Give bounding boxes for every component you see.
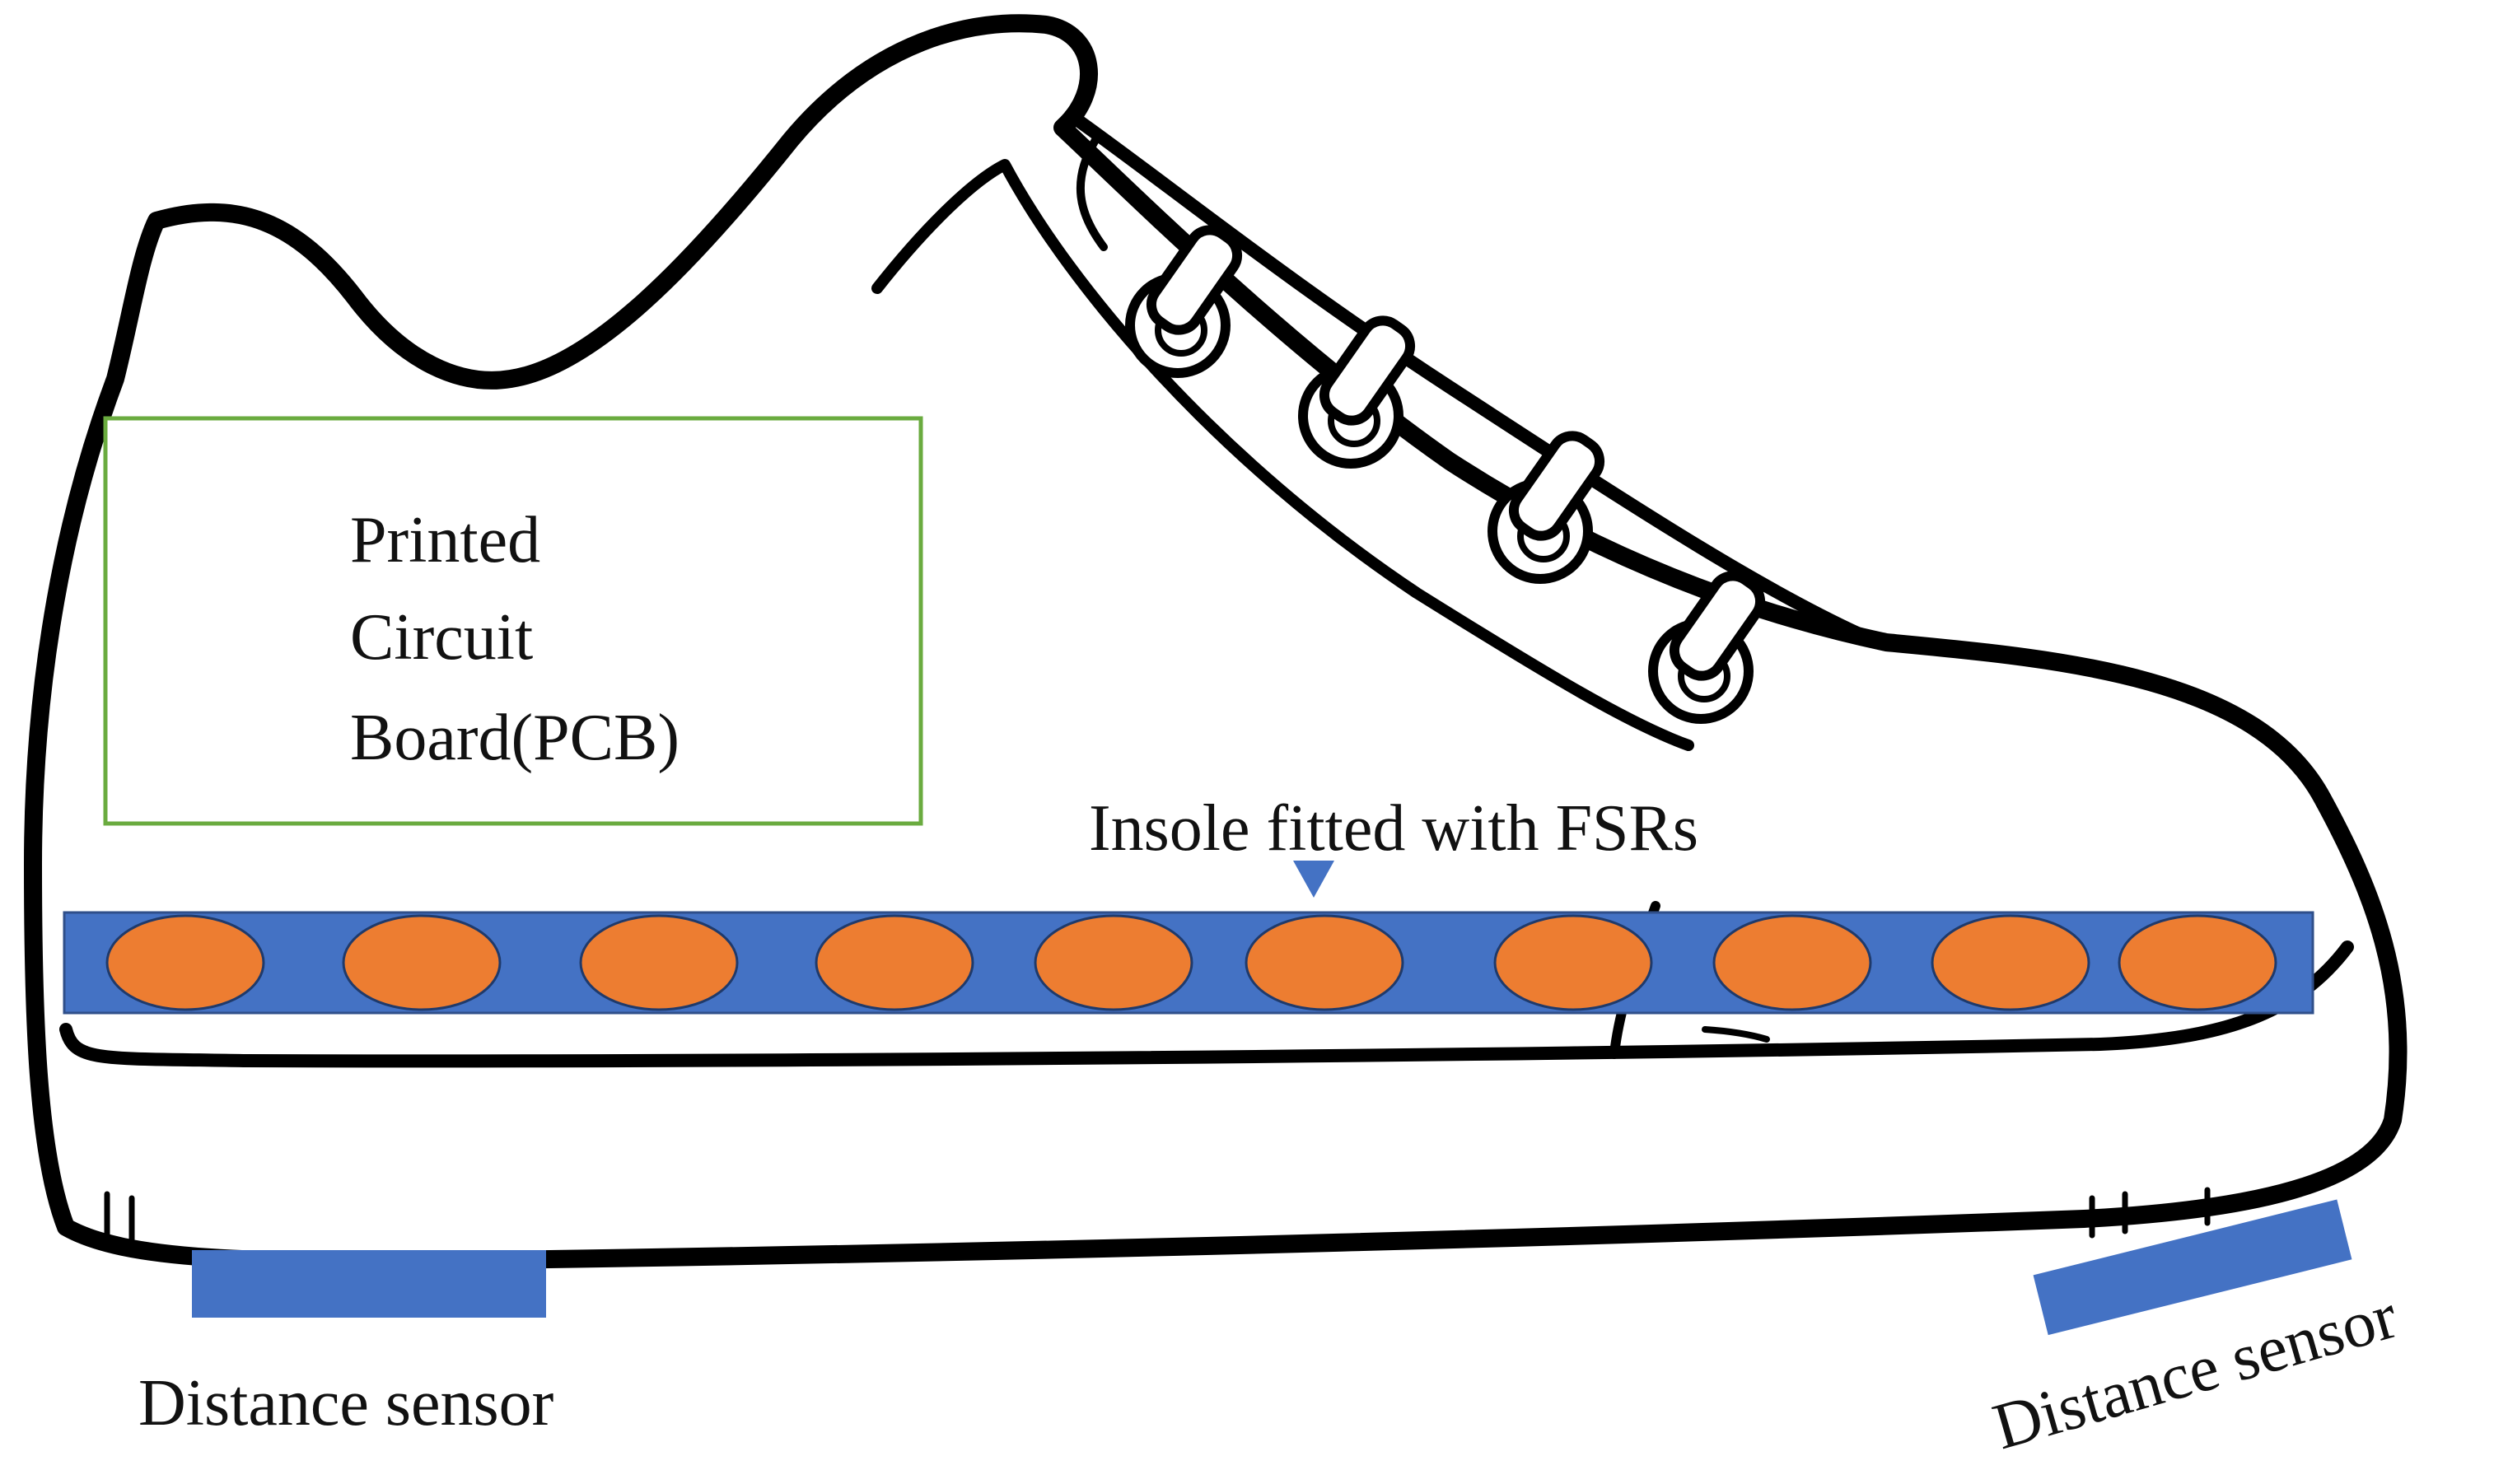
pcb-label-line-2: Circuit xyxy=(350,601,533,674)
pcb-box: Printed Circuit Board(PCB) xyxy=(103,416,923,826)
insole-pointer-arrow xyxy=(1293,861,1334,898)
eyelet-icon xyxy=(1125,225,1243,378)
eyestay-line xyxy=(1076,136,1108,251)
eyelet-icon xyxy=(1298,315,1416,469)
toe-stitch-marks xyxy=(2089,1187,2211,1239)
distance-sensor-left-label: Distance sensor xyxy=(138,1367,553,1440)
distance-sensor-left xyxy=(192,1250,546,1318)
shoe-outline xyxy=(24,14,2408,1271)
distance-sensor-right xyxy=(2033,1199,2352,1336)
fsr-sensor xyxy=(105,914,265,1011)
eyelet-icon xyxy=(1648,571,1766,724)
fsr-sensor xyxy=(1245,914,1404,1011)
eyelet-icon xyxy=(1488,431,1605,584)
fsr-sensor xyxy=(1931,914,2090,1011)
midsole-line xyxy=(59,940,2354,1068)
distance-sensor-right-group xyxy=(2033,1199,2352,1336)
pcb-border xyxy=(103,416,923,826)
fsr-sensors xyxy=(105,914,2277,1011)
vamp-line xyxy=(871,159,1694,751)
lace-eyelets xyxy=(1125,225,1766,724)
fsr-sensor xyxy=(1493,914,1653,1011)
pcb-label-line-1: Printed xyxy=(350,504,540,576)
fsr-sensor xyxy=(2118,914,2277,1011)
toe-mark xyxy=(1702,1026,1770,1043)
pcb-label-line-3: Board(PCB) xyxy=(350,702,680,774)
fsr-sensor xyxy=(1712,914,1872,1011)
fsr-sensor xyxy=(1034,914,1193,1011)
fsr-sensor xyxy=(342,914,502,1011)
insole-strip-group xyxy=(63,911,2314,1015)
tongue-outline xyxy=(1064,109,1885,649)
heel-stitch-marks xyxy=(104,1191,135,1243)
fsr-sensor xyxy=(815,914,974,1011)
fsr-sensor xyxy=(579,914,739,1011)
shoe-upper-outline xyxy=(24,14,2408,1271)
insole-label: Insole fitted with FSRs xyxy=(1089,792,1698,865)
